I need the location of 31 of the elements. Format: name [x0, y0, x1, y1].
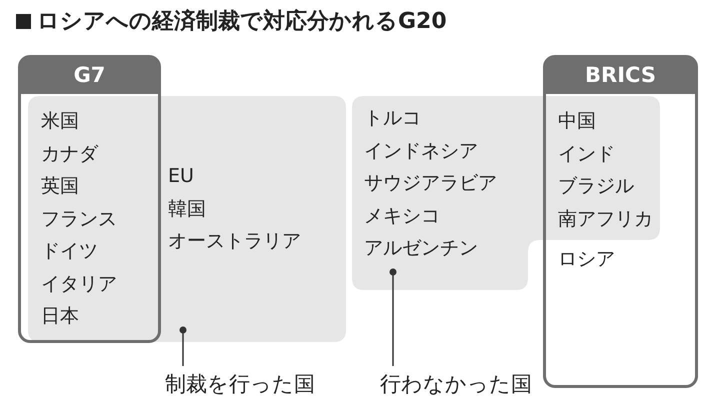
country-name: ロシア — [558, 248, 615, 270]
shaded-region — [352, 96, 660, 290]
country-name: 南アフリカ — [558, 208, 653, 230]
caption-label: 行わなかった国 — [380, 370, 532, 398]
group-header: BRICS — [546, 58, 695, 94]
country-name: 韓国 — [168, 198, 206, 220]
country-name: インド — [558, 142, 615, 164]
country-name: EU — [168, 165, 194, 187]
country-name: 日本 — [41, 305, 79, 327]
country-name: フランス — [41, 208, 117, 230]
country-name: メキシコ — [364, 204, 440, 226]
country-name: サウジアラビア — [364, 172, 497, 194]
group-header: G7 — [21, 58, 158, 94]
country-name: 中国 — [558, 110, 596, 132]
group-frame — [18, 55, 161, 343]
leader-line — [180, 326, 186, 366]
country-name: ブラジル — [558, 175, 634, 197]
country-name: アルゼンチン — [364, 237, 478, 259]
caption-label: 制裁を行った国 — [165, 370, 315, 398]
group-frame — [543, 55, 698, 388]
country-name: イタリア — [41, 272, 117, 294]
country-name: 英国 — [41, 175, 79, 197]
country-name: カナダ — [41, 142, 98, 164]
title: ロシアへの経済制裁で対応分かれるG20 — [16, 6, 447, 36]
leader-line — [390, 268, 396, 366]
country-name: オーストラリア — [168, 230, 301, 252]
country-name: トルコ — [364, 107, 421, 129]
shaded-region — [28, 96, 346, 342]
country-name: ドイツ — [41, 240, 98, 262]
country-name: 米国 — [41, 110, 79, 132]
country-name: インドネシア — [364, 140, 478, 162]
